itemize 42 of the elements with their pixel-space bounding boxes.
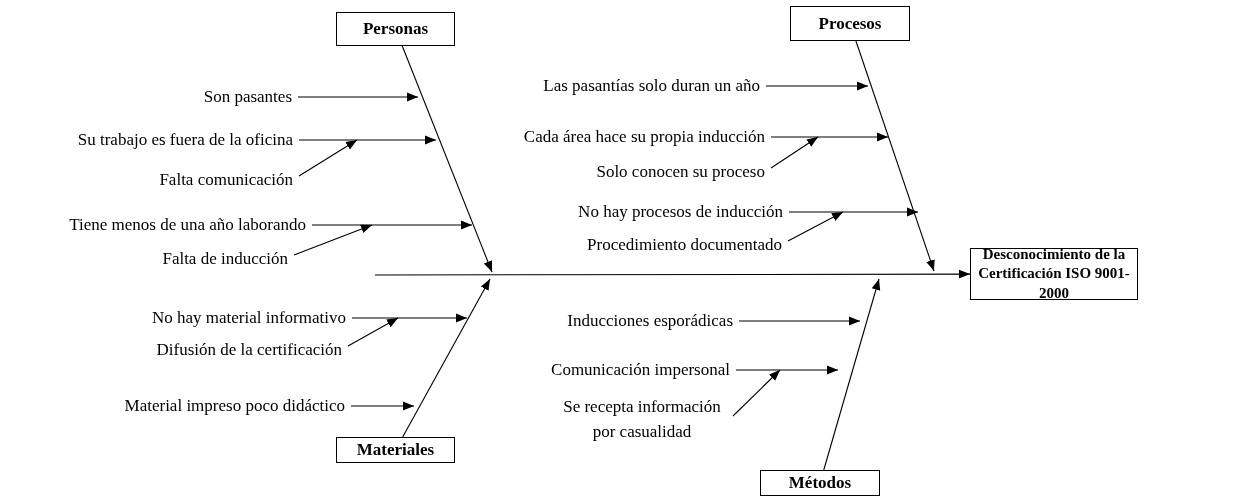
sub-cause-label: Se recepta información por casualidad xyxy=(557,395,727,445)
cause-label: No hay material informativo xyxy=(151,305,346,331)
arrow xyxy=(787,211,844,242)
cause-label: Su trabajo es fuera de la oficina xyxy=(77,127,293,153)
arrow xyxy=(735,365,839,375)
sub-cause-label: Falta de inducción xyxy=(162,246,288,272)
arrow xyxy=(765,81,869,91)
arrow xyxy=(770,132,889,142)
arrow xyxy=(351,313,468,323)
bone-arrow xyxy=(823,278,881,471)
arrow xyxy=(297,92,419,102)
category-box: Personas xyxy=(336,12,455,46)
cause-label: No hay procesos de inducción xyxy=(578,199,783,225)
arrow xyxy=(770,136,819,169)
sub-cause-label: Difusión de la certificación xyxy=(156,337,342,363)
bone-arrow xyxy=(402,278,491,438)
arrow xyxy=(350,401,415,411)
sub-cause-label: Falta comunicación xyxy=(159,167,293,193)
category-box: Métodos xyxy=(760,470,880,496)
category-box: Procesos xyxy=(790,6,910,41)
cause-label: Comunicación impersonal xyxy=(551,357,730,383)
bone-arrow xyxy=(855,40,935,272)
arrow xyxy=(298,139,358,177)
cause-label: Cada área hace su propia inducción xyxy=(523,124,765,150)
arrow xyxy=(293,224,373,256)
cause-label: Las pasantías solo duran un año xyxy=(543,73,760,99)
effect-box: Desconocimiento de la Certificación ISO 9001-2000 xyxy=(970,248,1138,300)
arrow xyxy=(738,316,861,326)
cause-label: Material impreso poco didáctico xyxy=(124,393,345,419)
cause-label: Tiene menos de una año laborando xyxy=(69,212,306,238)
arrow xyxy=(298,135,437,145)
bone-arrow xyxy=(401,45,493,273)
cause-label: Son pasantes xyxy=(203,84,292,110)
category-box: Materiales xyxy=(336,437,455,463)
arrow xyxy=(311,220,473,230)
spine-arrow xyxy=(374,269,971,279)
cause-label: Inducciones esporádicas xyxy=(567,308,733,334)
arrow xyxy=(347,317,399,347)
arrow xyxy=(732,369,781,417)
arrow xyxy=(788,207,919,217)
sub-cause-label: Procedimiento documentado xyxy=(587,232,782,258)
sub-cause-label: Solo conocen su proceso xyxy=(596,159,765,185)
